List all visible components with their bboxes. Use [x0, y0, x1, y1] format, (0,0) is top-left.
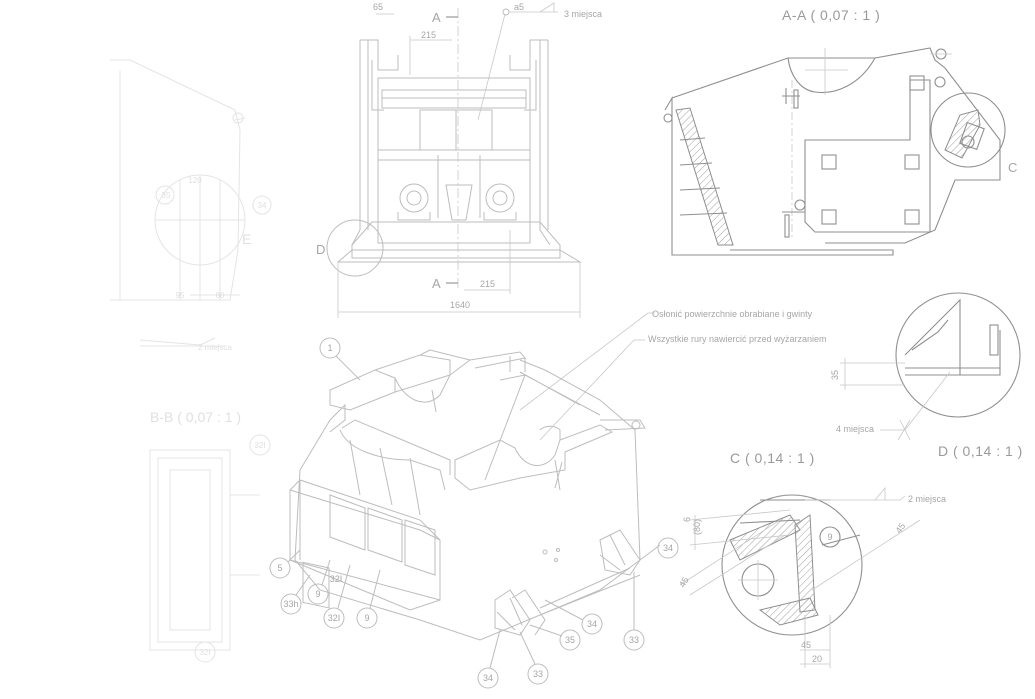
section-aa-view [663, 47, 1006, 256]
dim-215-bottom: 215 [480, 279, 495, 289]
mark-a-bottom: A [432, 276, 441, 291]
weld-note-3-places: 3 miejsca [564, 9, 602, 19]
balloon-34-a: 34 [663, 543, 673, 553]
dim-45-b: 45 [893, 521, 907, 535]
balloon-33-a: 33 [629, 635, 639, 645]
note-thread-pipes: Wszystkie rury nawiercić przed wyżarzani… [648, 334, 827, 344]
faint-balloon-35: 35 [162, 191, 171, 200]
section-bb-view [149, 434, 271, 663]
isometric-view [269, 337, 679, 689]
dim-45-a: 45 [677, 575, 691, 589]
faint-dim-95: 95 [176, 291, 185, 300]
dim-6: 6 [682, 517, 692, 522]
faint-dim-80: 80 [216, 291, 225, 300]
balloon-32-iso-b: 32I [330, 574, 343, 584]
balloon-5: 5 [277, 563, 282, 573]
detail-d-view [840, 292, 1021, 441]
balloon-34-c: 34 [483, 673, 493, 683]
faint-dim-120: 120 [188, 176, 202, 185]
faint-weld-note: 2 miejsca [198, 343, 232, 352]
weld-note-2-places: 2 miejsca [908, 494, 946, 504]
balloon-9-iso-a: 9 [315, 589, 320, 599]
faint-side-view [110, 59, 272, 347]
balloon-33h: 33h [283, 599, 298, 609]
balloon-9-detail: 9 [827, 532, 832, 542]
weld-a5: a5 [514, 2, 524, 12]
faint-balloon-32b: 32I [199, 648, 210, 657]
detail-c-view [679, 486, 921, 668]
front-view [326, 2, 582, 318]
mark-c: C [1008, 160, 1017, 175]
balloon-35: 35 [565, 635, 575, 645]
balloon-34-b: 34 [587, 619, 597, 629]
balloon-33-b: 33 [533, 669, 543, 679]
dim-80: (80) [692, 519, 702, 535]
note-protect-surfaces: Osłonić powierzchnie obrabiane i gwinty [652, 309, 813, 319]
title-section-bb: B-B ( 0,07 : 1 ) [150, 409, 241, 425]
note-leaders [519, 312, 655, 441]
title-detail-c: C ( 0,14 : 1 ) [730, 450, 815, 466]
mark-a-top: A [432, 10, 441, 25]
title-section-aa: A-A ( 0,07 : 1 ) [782, 7, 880, 23]
dim-45-c: 45 [801, 640, 811, 650]
mark-e: E [242, 231, 251, 247]
balloon-1: 1 [327, 343, 332, 353]
dim-65: 65 [373, 2, 383, 12]
faint-balloon-32a: 32I [254, 441, 265, 450]
dim-20: 20 [812, 654, 822, 664]
faint-balloon-34: 34 [258, 201, 267, 210]
dim-35: 35 [830, 370, 840, 380]
mark-d: D [316, 242, 325, 257]
title-detail-d: D ( 0,14 : 1 ) [938, 443, 1023, 459]
balloon-32-iso: 32I [328, 613, 341, 623]
balloon-9-iso-b: 9 [364, 613, 369, 623]
dim-215-top: 215 [421, 30, 436, 40]
dim-1640: 1640 [450, 300, 470, 310]
weld-note-4-places: 4 miejsca [836, 424, 874, 434]
